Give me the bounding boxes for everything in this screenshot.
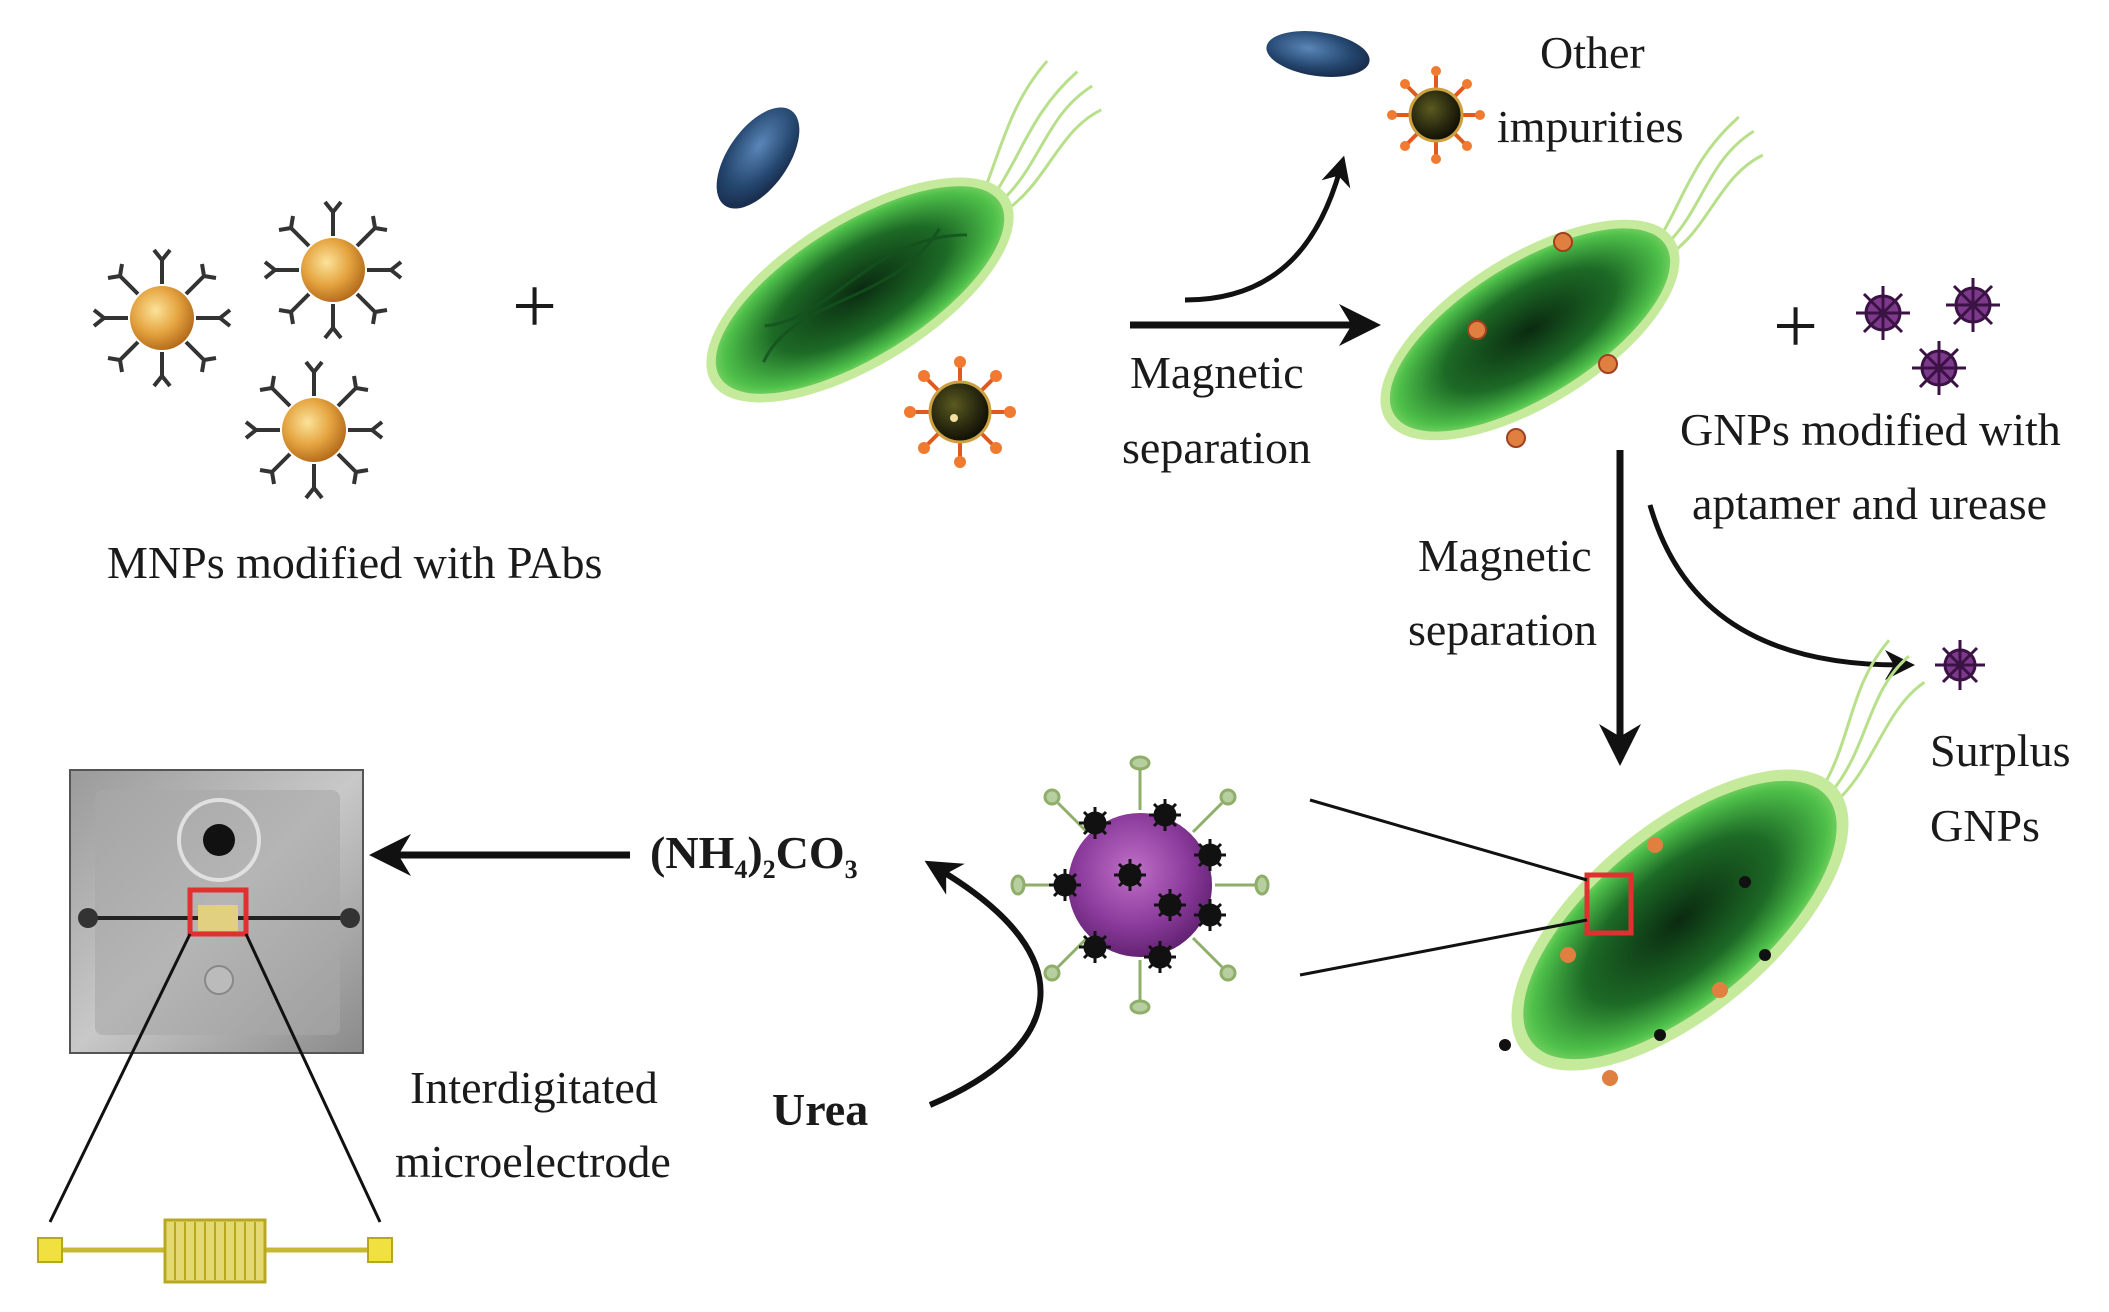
formula-paren: ) [747, 827, 763, 878]
dark-mnp-impurity [1387, 66, 1485, 164]
label-impurities: impurities [1497, 101, 1684, 152]
label-separation-1: separation [1122, 422, 1312, 473]
label-separation-2: separation [1408, 604, 1598, 655]
label-magnetic-2: Magnetic [1418, 530, 1592, 581]
label-interdigitated: Interdigitated [410, 1062, 658, 1113]
bacterium-1 [706, 60, 1102, 403]
formula-nh: (NH [650, 827, 735, 878]
plus-sign-2: + [1773, 283, 1819, 371]
label-magnetic-1: Magnetic [1130, 347, 1304, 398]
bacterium-3 [1511, 639, 1926, 1071]
arrow-urea-curve [924, 860, 1044, 1108]
antibody-arms [92, 248, 232, 388]
zoom-line-chip-right [244, 933, 382, 1223]
zoom-line-top [1309, 798, 1588, 882]
impurity-rod-2 [1266, 31, 1370, 77]
surplus-gnp [1935, 640, 1985, 690]
impurity-rod-1 [716, 107, 800, 209]
mnp-particle-3 [244, 360, 384, 500]
bound-markers-2 [1499, 837, 1771, 1086]
gnp-aptamer-urease-complex [1010, 755, 1270, 1015]
formula-co: CO [775, 827, 845, 878]
label-surplus: Surplus [1930, 725, 2071, 776]
arrow-to-surplus-gnps [1647, 504, 1915, 680]
label-other: Other [1540, 27, 1645, 78]
bacterium-2 [1380, 115, 1764, 441]
formula-sub-2: 2 [762, 855, 776, 885]
mnp-particle-1 [92, 248, 232, 388]
gnp-cluster [1856, 278, 2000, 395]
label-ammonium-carbonate: (NH4)2CO3 [650, 815, 858, 908]
label-gnps-line1: GNPs modified with [1680, 404, 2061, 455]
zoom-line-chip-left [48, 933, 192, 1223]
microelectrode-schematic [37, 1218, 393, 1284]
formula-sub-4: 4 [734, 855, 748, 885]
highlight-box-chip [187, 887, 249, 937]
label-urea: Urea [772, 1084, 869, 1135]
zoom-line-bottom [1299, 918, 1588, 977]
label-mnps-modified-with-pabs: MNPs modified with PAbs [107, 537, 603, 588]
highlight-box-bacterium [1584, 872, 1634, 936]
label-microelectrode: microelectrode [395, 1136, 671, 1187]
arrow-to-impurities [1184, 155, 1351, 303]
formula-sub-3: 3 [844, 855, 858, 885]
electrode-chip [69, 769, 364, 1054]
dark-mnp-1 [904, 356, 1016, 468]
label-gnps-line2: aptamer and urease [1692, 478, 2048, 529]
bound-mnp-markers-1 [1467, 232, 1618, 448]
mnp-particle-2 [263, 200, 403, 340]
label-surplus-gnps: GNPs [1930, 800, 2040, 851]
plus-sign-1: + [512, 263, 558, 351]
